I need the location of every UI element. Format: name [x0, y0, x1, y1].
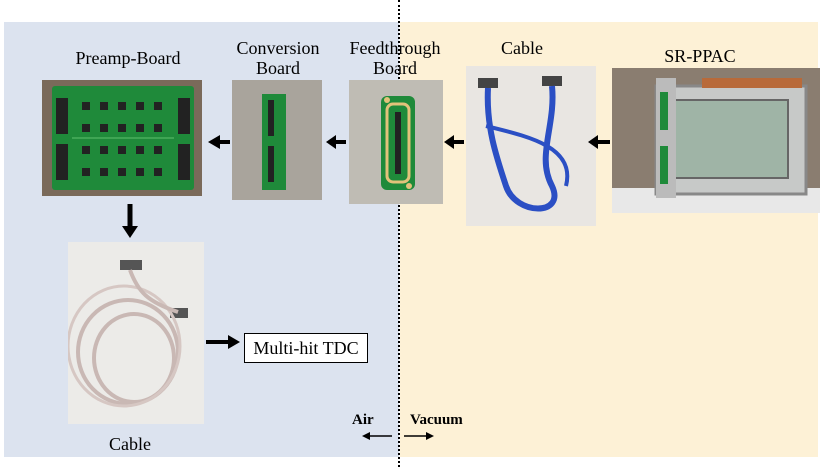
conversion-label-line2: Board	[256, 58, 300, 78]
round-cable-photo	[68, 242, 204, 424]
arrow-preamp-to-cable	[122, 204, 138, 238]
sr-ppac-photo	[612, 68, 820, 213]
arrow-feedthrough-to-conversion	[326, 135, 346, 149]
arrow-vacuum	[404, 432, 434, 440]
conversion-label-line1: Conversion	[236, 38, 320, 58]
feedthrough-board-label: Feedthrough Board	[335, 38, 455, 78]
conversion-board-label: Conversion Board	[222, 38, 334, 78]
cable-bottom-label: Cable	[109, 434, 151, 454]
flat-cable-photo	[466, 66, 596, 226]
arrow-air	[362, 432, 392, 440]
preamp-board-photo	[42, 80, 202, 196]
multi-hit-tdc-box: Multi-hit TDC	[244, 333, 368, 363]
feedthrough-label-line1: Feedthrough	[349, 38, 441, 58]
feedthrough-board-photo	[349, 80, 443, 204]
cable-top-label: Cable	[501, 38, 543, 58]
arrow-cable-to-feedthrough	[444, 135, 464, 149]
conversion-board-photo	[232, 80, 322, 200]
arrow-sr-ppac-to-cable	[588, 135, 610, 149]
feedthrough-label-line2: Board	[373, 58, 417, 78]
arrow-cable-to-tdc	[206, 335, 240, 349]
preamp-board-label: Preamp-Board	[75, 48, 181, 68]
sr-ppac-label: SR-PPAC	[664, 46, 736, 66]
vacuum-label: Vacuum	[410, 412, 463, 428]
air-vacuum-divider	[398, 0, 400, 467]
air-label: Air	[352, 412, 374, 428]
arrow-conversion-to-preamp	[208, 135, 230, 149]
